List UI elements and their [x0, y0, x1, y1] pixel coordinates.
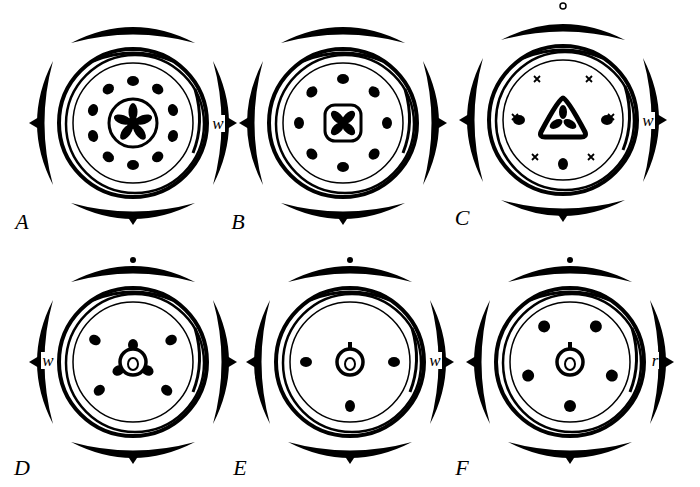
- organ-letter: w: [428, 352, 441, 369]
- organ-letter: w: [641, 112, 654, 129]
- figure-letter: C: [454, 207, 471, 229]
- organ-letter: w: [211, 115, 224, 132]
- floral-diagram-a: [29, 27, 237, 225]
- figure-letter: F: [454, 457, 469, 479]
- floral-diagram-d: [29, 257, 237, 464]
- floral-diagram-b: [239, 27, 447, 225]
- figure-letter: D: [13, 457, 31, 479]
- organ-letter: w: [41, 352, 54, 369]
- floral-diagram-c: [459, 3, 667, 222]
- floral-diagram-f: [466, 257, 674, 464]
- floral-diagram-e: [246, 257, 454, 464]
- organ-letter: r: [651, 352, 660, 369]
- figure-letter: B: [230, 211, 245, 233]
- figure-letter: A: [14, 211, 29, 233]
- figure-letter: E: [232, 457, 247, 479]
